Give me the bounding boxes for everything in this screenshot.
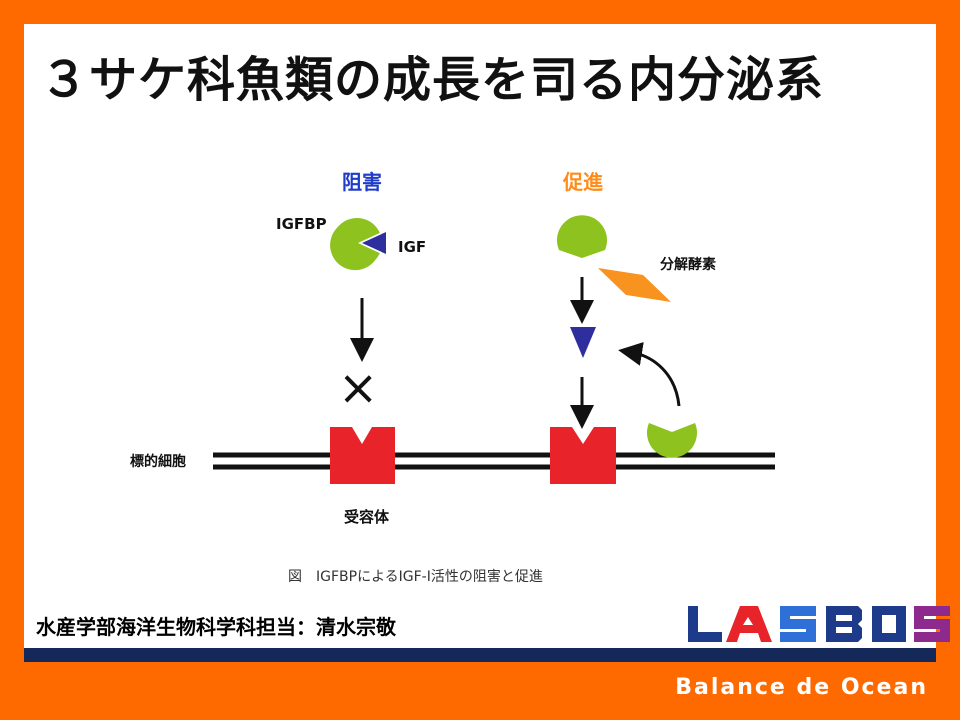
logo-letter-a: [726, 606, 772, 642]
target-cell-label: 標的細胞: [130, 454, 186, 470]
receptor-right: [550, 427, 616, 484]
enzyme-label: 分解酵素: [660, 257, 716, 273]
block-mark: ×: [338, 360, 379, 416]
logo-letter-b: [826, 606, 862, 642]
slide-canvas: [24, 24, 936, 660]
igfbp-label: IGFBP: [276, 215, 327, 233]
igf-label: IGF: [398, 238, 427, 256]
inhibit-label: 阻害: [342, 170, 382, 194]
logo-letter-s2: [914, 606, 950, 642]
promote-label: 促進: [563, 170, 603, 194]
igfbp-open-bottom: [646, 423, 697, 458]
logo-letter-s: [780, 606, 816, 642]
logo-letter-o: [872, 606, 906, 642]
curved-arrow: [618, 342, 681, 407]
igfbp-open-top: [557, 215, 607, 258]
enzyme-shape: [598, 268, 671, 302]
page-title: ３サケ科魚類の成長を司る内分泌系: [40, 52, 825, 108]
logo-letter-l: [688, 606, 722, 642]
igfbp-circle-left: [332, 218, 382, 268]
igf-triangle-left: [362, 232, 386, 254]
footer-band: [24, 648, 936, 662]
footer-tagline: Balance de Ocean: [675, 675, 928, 700]
figure-caption: 図 IGFBPによるIGF-I活性の阻害と促進: [288, 569, 543, 585]
receptor-left: [330, 427, 395, 484]
author-credit: 水産学部海洋生物科学科担当：清水宗敬: [36, 615, 396, 639]
lasbos-logo: [688, 606, 950, 642]
igf-free-triangle: [570, 327, 596, 358]
receptor-label: 受容体: [344, 508, 390, 526]
